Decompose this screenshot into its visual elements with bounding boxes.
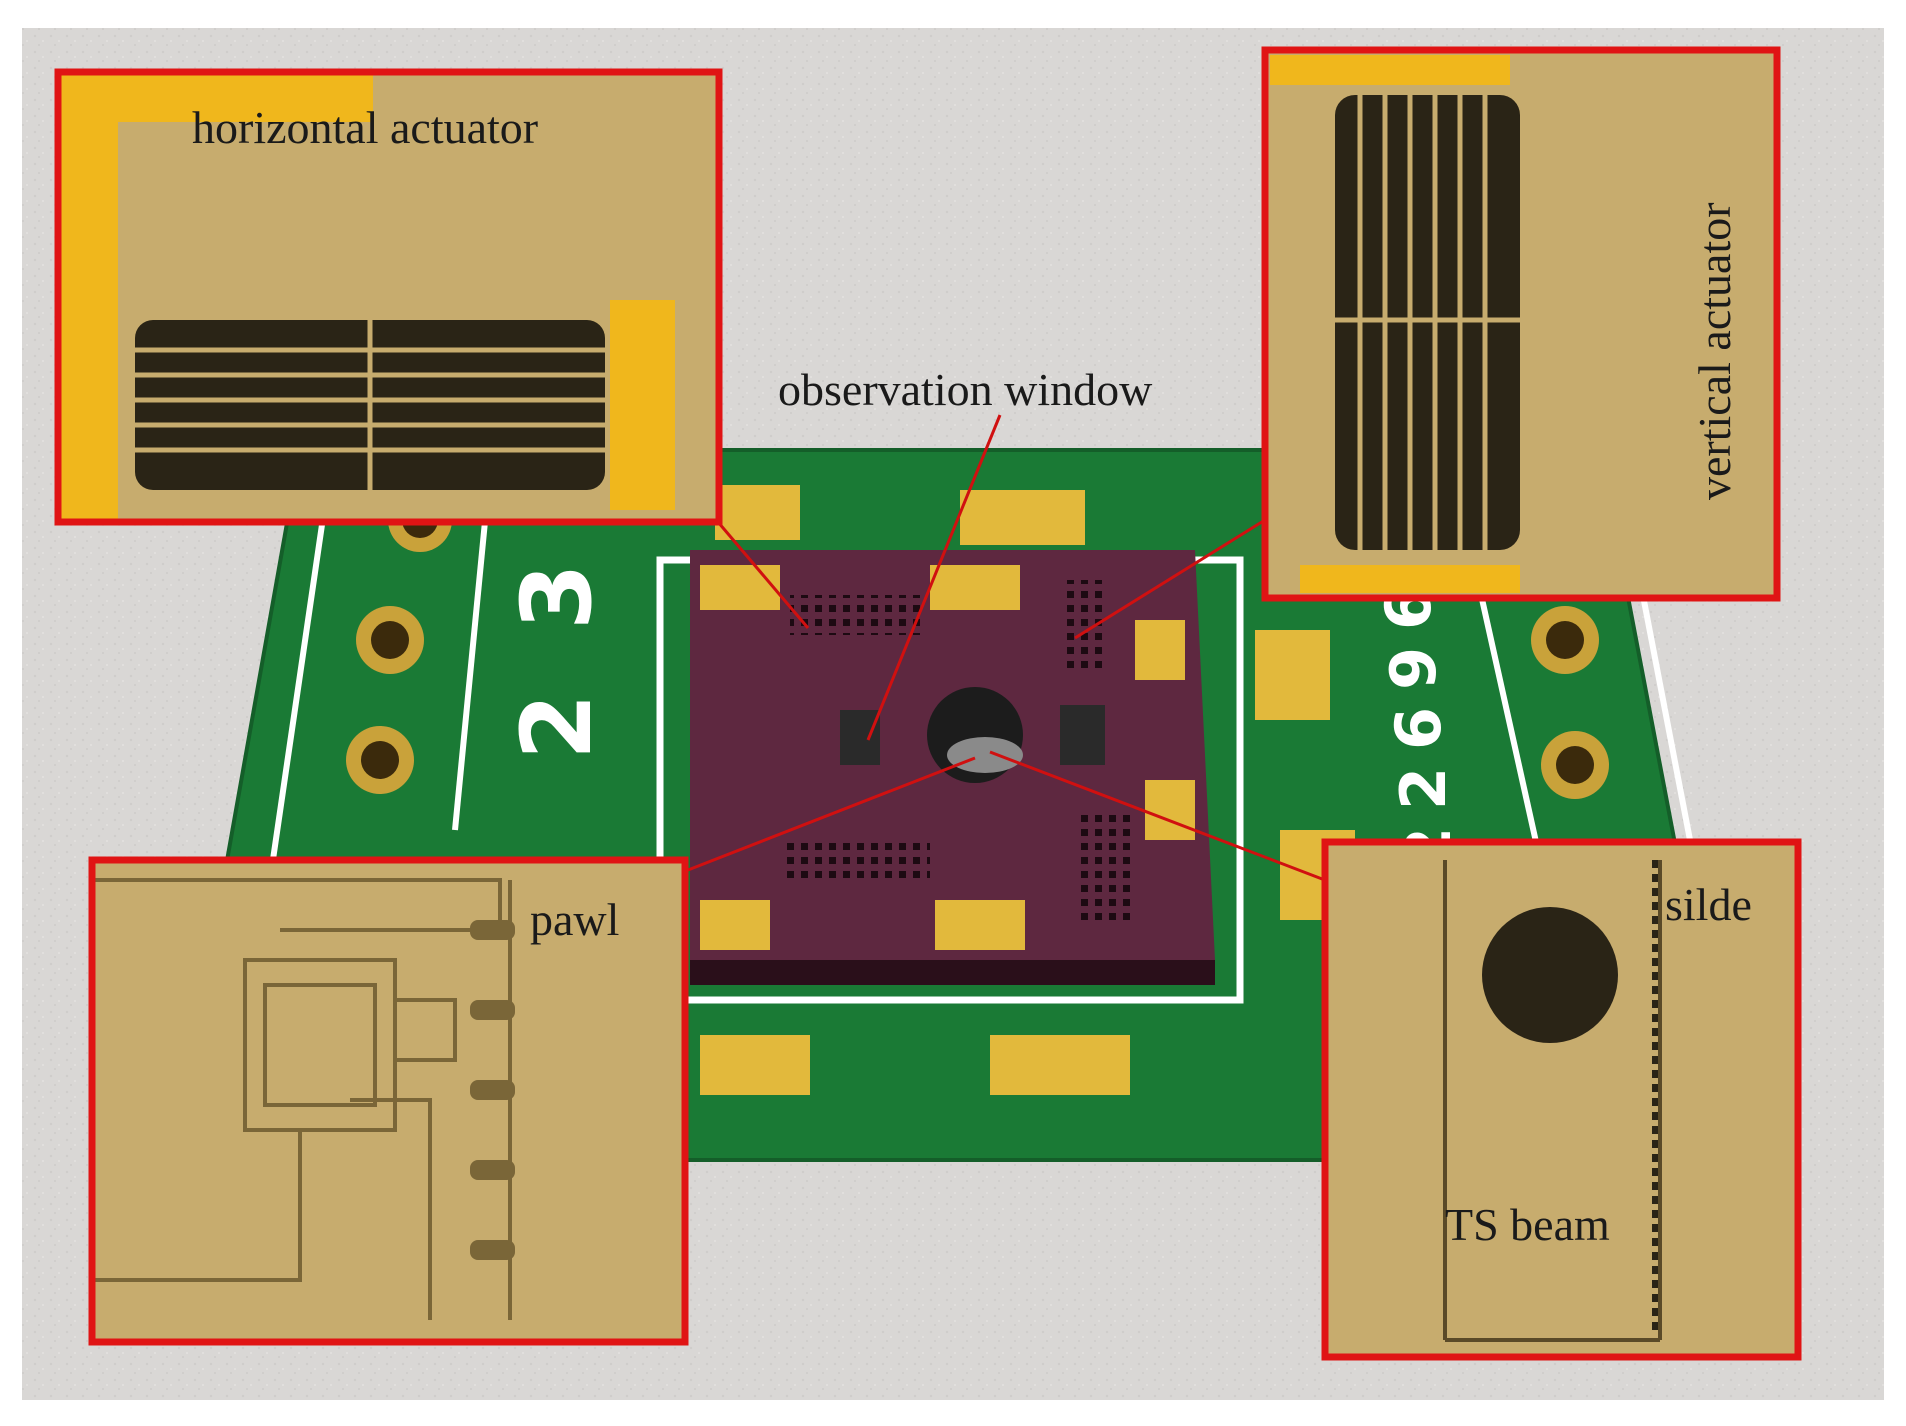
inset-horizontal-actuator: horizontal actuator bbox=[54, 68, 723, 526]
silkscreen-digit: 3 bbox=[501, 563, 613, 630]
slide-hole bbox=[1482, 907, 1618, 1043]
silkscreen-digit: 2 bbox=[1387, 767, 1460, 810]
inset-vertical-actuator: vertical actuator bbox=[1261, 46, 1781, 602]
label-ts-beam: TS beam bbox=[1445, 1199, 1610, 1250]
label-pawl: pawl bbox=[530, 894, 619, 945]
inset-pawl: pawl bbox=[88, 856, 689, 1346]
silkscreen-digit: 2 bbox=[501, 693, 613, 760]
label-observation-window: observation window bbox=[778, 364, 1153, 415]
callout-lines bbox=[687, 414, 1577, 1346]
silkscreen-digit: 6 bbox=[1382, 707, 1455, 750]
mems-chip bbox=[690, 550, 1215, 985]
label-vertical-actuator: vertical actuator bbox=[1689, 202, 1740, 500]
silkscreen-digit: 9 bbox=[1377, 647, 1450, 690]
label-silde: silde bbox=[1665, 879, 1752, 930]
label-horizontal-actuator: horizontal actuator bbox=[192, 102, 538, 153]
inset-slide: silde TS beam bbox=[1321, 838, 1802, 1361]
